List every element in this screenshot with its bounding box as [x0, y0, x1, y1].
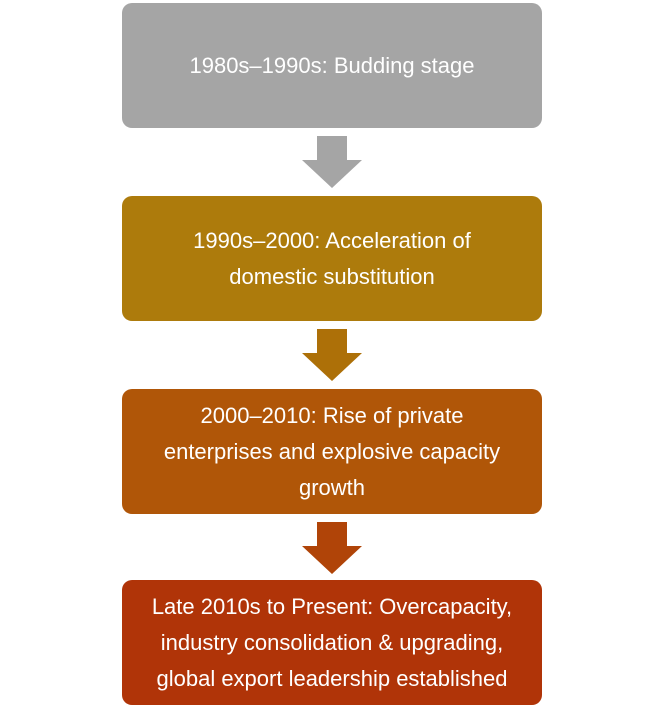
stage-text: 1990s–2000: Acceleration of domestic sub… — [193, 223, 471, 295]
stage-text-line: growth — [298, 474, 366, 500]
stage-text-line: global export leadership established — [156, 665, 508, 691]
down-arrow-icon — [302, 136, 362, 188]
arrow-shape — [302, 136, 362, 188]
down-arrow-icon — [302, 522, 362, 574]
stage-text: Late 2010s to Present: Overcapacity, ind… — [152, 589, 512, 697]
stage-text-line: enterprises and explosive capacity — [163, 438, 501, 464]
stage-box-budding: 1980s–1990s: Budding stage — [122, 3, 542, 128]
arrow-shape — [302, 329, 362, 381]
stage-text-line: 1990s–2000: Acceleration of — [193, 227, 471, 253]
stage-text: 2000–2010: Rise of private enterprises a… — [164, 398, 500, 506]
stage-box-private-enterprises: 2000–2010: Rise of private enterprises a… — [122, 389, 542, 514]
stage-text-line: 1980s–1990s: Budding stage — [189, 52, 475, 78]
stage-text-line: 2000–2010: Rise of private — [200, 402, 464, 428]
down-arrow-icon — [302, 329, 362, 381]
stage-text-line: industry consolidation & upgrading, — [160, 629, 504, 655]
stage-box-domestic-substitution: 1990s–2000: Acceleration of domestic sub… — [122, 196, 542, 321]
stage-text-line: domestic substitution — [229, 263, 435, 289]
stage-box-present: Late 2010s to Present: Overcapacity, ind… — [122, 580, 542, 705]
stage-text-line: Late 2010s to Present: Overcapacity, — [151, 593, 513, 619]
arrow-shape — [302, 522, 362, 574]
